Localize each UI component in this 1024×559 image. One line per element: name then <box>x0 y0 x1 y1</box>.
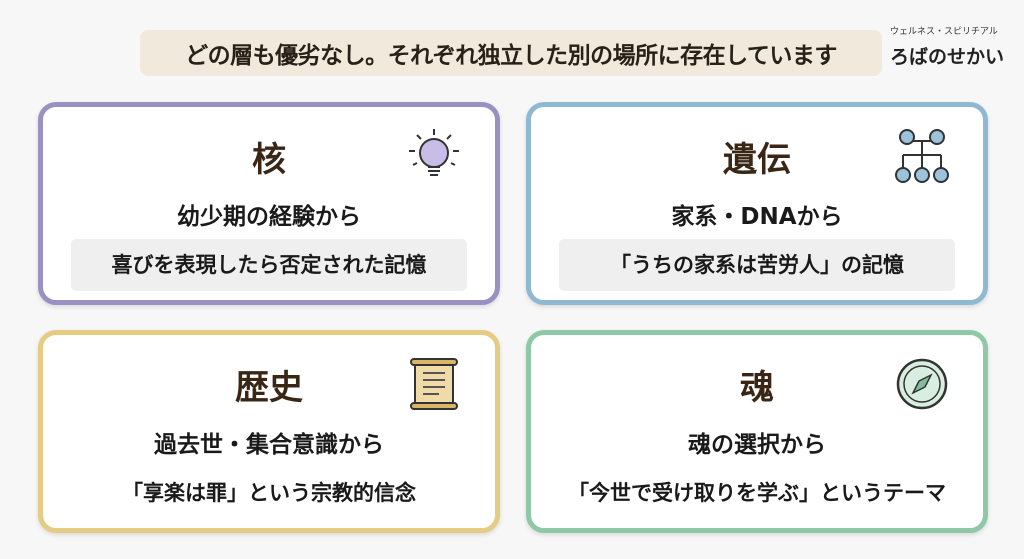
card-history: 歴史 過去世・集合意識から 「享楽は罪」という宗教的信念 <box>38 330 500 533</box>
card-quote: 「今世で受け取りを学ぶ」というテーマ <box>568 481 946 505</box>
brand-logo: ウェルネス・スピリチアル ろばのせかい <box>890 24 1004 69</box>
scroll-icon <box>410 358 458 410</box>
family-tree-icon <box>895 129 949 183</box>
card-quote: 「享楽は罪」という宗教的信念 <box>122 481 416 505</box>
compass-icon <box>896 358 948 410</box>
card-subtitle: 幼少期の経験から <box>177 204 361 230</box>
brand-subtitle: ウェルネス・スピリチアル <box>890 27 998 37</box>
card-quote: 「うちの家系は苦労人」の記憶 <box>559 239 955 291</box>
card-heredity: 遺伝 家系・DNAから 「うちの家系は苦労人」の記憶 <box>526 102 988 305</box>
card-soul: 魂 魂の選択から 「今世で受け取りを学ぶ」というテーマ <box>526 330 988 533</box>
header-banner: どの層も優劣なし。それぞれ独立した別の場所に存在しています <box>140 30 882 76</box>
card-subtitle: 過去世・集合意識から <box>154 432 384 458</box>
card-title: 核 <box>252 140 286 180</box>
card-title: 歴史 <box>235 368 303 408</box>
brand-name: ろばのせかい <box>890 46 1005 68</box>
card-subtitle: 魂の選択から <box>688 432 826 458</box>
card-quote: 喜びを表現したら否定された記憶 <box>71 239 467 291</box>
card-title: 遺伝 <box>723 140 791 180</box>
card-title: 魂 <box>740 368 774 408</box>
card-subtitle: 家系・DNAから <box>671 204 843 230</box>
lightbulb-icon <box>409 129 459 176</box>
card-core: 核 幼少期の経験から 喜びを表現したら否定された記憶 <box>38 102 500 305</box>
